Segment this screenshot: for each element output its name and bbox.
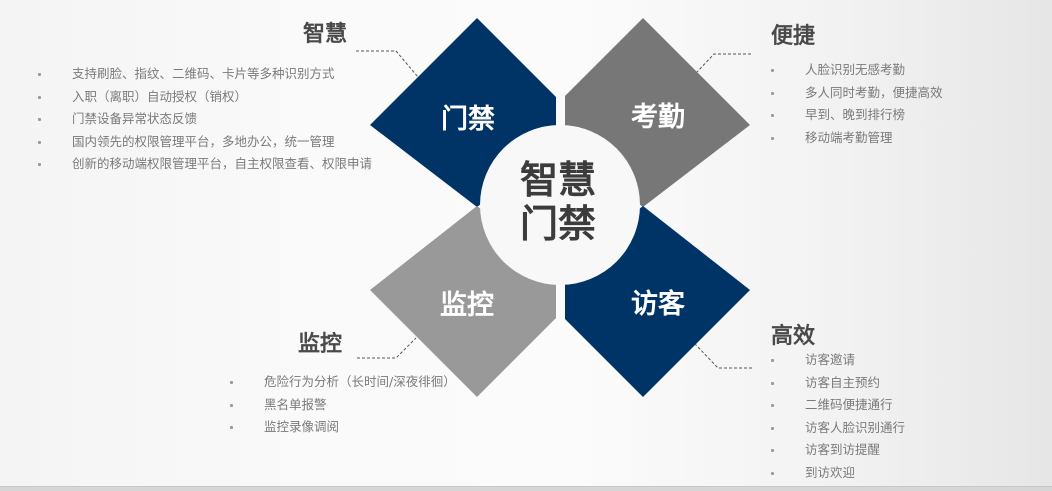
leader-line-smart	[356, 50, 419, 78]
bullet-icon	[38, 73, 41, 76]
bullet-icon	[771, 471, 774, 475]
bullet-icon	[771, 381, 774, 385]
center-title-line1: 智慧	[519, 158, 596, 202]
bullet-icon	[771, 404, 774, 408]
center-title: 智慧 门禁	[488, 158, 628, 246]
center-title-line2: 门禁	[519, 202, 596, 246]
petal-label-access-control: 门禁	[441, 104, 495, 135]
bullet-icon	[230, 403, 233, 407]
leader-line-convenient	[696, 53, 751, 73]
bullet-icon	[38, 140, 41, 144]
bullet-icon	[38, 95, 41, 99]
leader-line-efficient	[694, 343, 752, 369]
bullet-icon	[771, 359, 774, 362]
section-heading-monitoring: 监控	[298, 332, 343, 357]
section-heading-efficient: 高效	[771, 324, 816, 349]
petal-label-visitor: 访客	[631, 289, 685, 320]
center-circle	[480, 125, 640, 285]
bullet-icon	[230, 381, 233, 384]
section-heading-smart: 智慧	[303, 22, 348, 47]
bullet-icon	[38, 118, 41, 122]
bullet-icon	[38, 163, 41, 167]
bullet-icon	[771, 426, 774, 430]
bottom-border	[0, 486, 1052, 491]
section-heading-convenient: 便捷	[771, 24, 816, 49]
petal-label-monitoring: 监控	[440, 290, 494, 321]
bullet-icon	[771, 114, 774, 118]
leader-line-monitoring	[357, 337, 417, 359]
bullet-icon	[230, 426, 233, 430]
bullet-icon	[771, 449, 774, 453]
bullet-icon	[771, 91, 774, 95]
bullet-icon	[771, 69, 774, 72]
petal-label-attendance: 考勤	[631, 102, 685, 133]
bullet-icon	[771, 136, 774, 140]
